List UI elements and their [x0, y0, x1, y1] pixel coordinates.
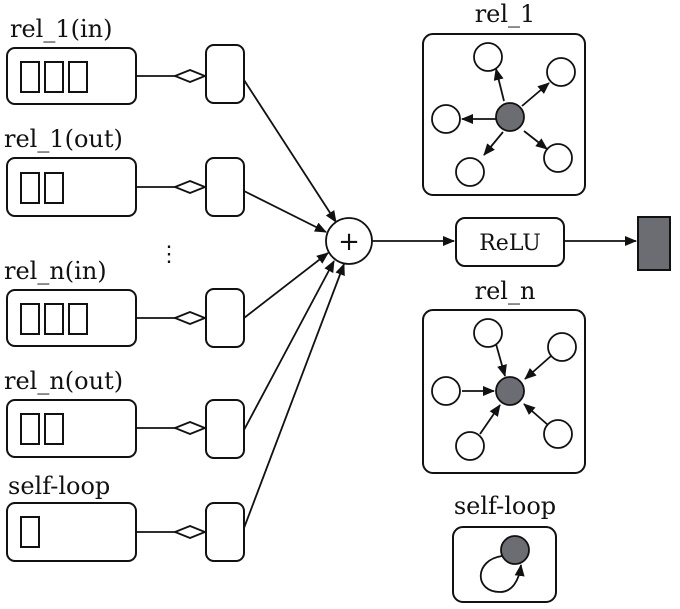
- neighbor-node: [473, 318, 503, 348]
- graph-panel-rel1: rel_1: [422, 0, 586, 196]
- graph-panel-reln: rel_n: [422, 277, 586, 474]
- input-label: self-loop: [8, 472, 110, 500]
- edge-arrow: [524, 355, 552, 380]
- feature-cell: [68, 61, 88, 93]
- panel-frame: [452, 526, 557, 603]
- weight-diamond: [172, 421, 208, 435]
- center-node: [495, 102, 525, 132]
- input-label: rel_1(out): [4, 125, 123, 153]
- neighbor-node: [431, 104, 461, 134]
- neighbor-node: [455, 431, 485, 461]
- edge-arrow: [483, 131, 504, 156]
- transform-box: [205, 157, 245, 217]
- feature-cell: [20, 516, 40, 548]
- center-node: [500, 535, 530, 565]
- transform-box: [205, 288, 245, 348]
- center-node: [495, 376, 525, 406]
- plus-symbol: +: [338, 227, 360, 257]
- arrow: [243, 260, 335, 431]
- edge-arrow: [495, 343, 507, 377]
- weight-diamond: [172, 525, 208, 539]
- neighbor-node: [473, 42, 503, 72]
- panel-title: self-loop: [454, 492, 556, 520]
- weight-diamond: [172, 180, 208, 194]
- input-row-self-loop: self-loop: [6, 472, 245, 562]
- sum-node: +: [325, 217, 373, 265]
- input-row-reln-out: rel_n(out): [4, 367, 245, 459]
- input-row-rel1-in: rel_1(in): [6, 15, 245, 105]
- edge-arrow: [523, 130, 548, 150]
- feature-cell: [20, 172, 40, 204]
- arrow: [243, 252, 329, 319]
- weight-diamond: [172, 311, 208, 325]
- neighbor-node: [543, 419, 573, 449]
- neighbor-node: [547, 332, 577, 362]
- feature-cell: [20, 61, 40, 93]
- panel-title: rel_n: [475, 277, 536, 305]
- input-label: rel_n(out): [4, 367, 123, 395]
- edge-arrow: [479, 404, 501, 435]
- feature-cell: [44, 413, 64, 445]
- feature-cell: [44, 303, 64, 335]
- neighbor-node: [431, 376, 461, 406]
- panel-title: rel_1: [475, 0, 536, 28]
- arrow: [243, 79, 337, 223]
- arrow: [243, 190, 327, 233]
- output-node: [637, 216, 671, 271]
- transform-box: [205, 44, 245, 104]
- neighbor-node: [543, 143, 573, 173]
- input-row-reln-in: rel_n(in): [4, 257, 245, 348]
- neighbor-node: [546, 57, 576, 87]
- relu-label: ReLU: [479, 231, 541, 256]
- edge-arrow: [523, 403, 549, 426]
- feature-cell: [44, 61, 64, 93]
- input-row-rel1-out: rel_1(out): [4, 125, 245, 217]
- feature-cell: [44, 172, 64, 204]
- feature-cell: [20, 303, 40, 335]
- neighbor-node: [455, 157, 485, 187]
- relu-box: [455, 217, 565, 267]
- feature-cell: [20, 413, 40, 445]
- graph-panel-self-loop: self-loop: [452, 492, 557, 603]
- self-loop-edge: [479, 555, 525, 593]
- edge-arrow: [521, 82, 550, 107]
- transform-box: [205, 399, 245, 459]
- input-label: rel_1(in): [10, 15, 112, 43]
- arrow: [243, 263, 345, 529]
- weight-diamond: [172, 69, 208, 83]
- transform-box: [205, 502, 245, 562]
- feature-cell: [68, 303, 88, 335]
- edge-arrow: [493, 68, 505, 102]
- input-label: rel_n(in): [4, 257, 107, 285]
- arrows-to-sum: [243, 79, 345, 529]
- ellipsis: ⋮: [158, 242, 180, 267]
- relu-block: ReLU: [455, 217, 565, 267]
